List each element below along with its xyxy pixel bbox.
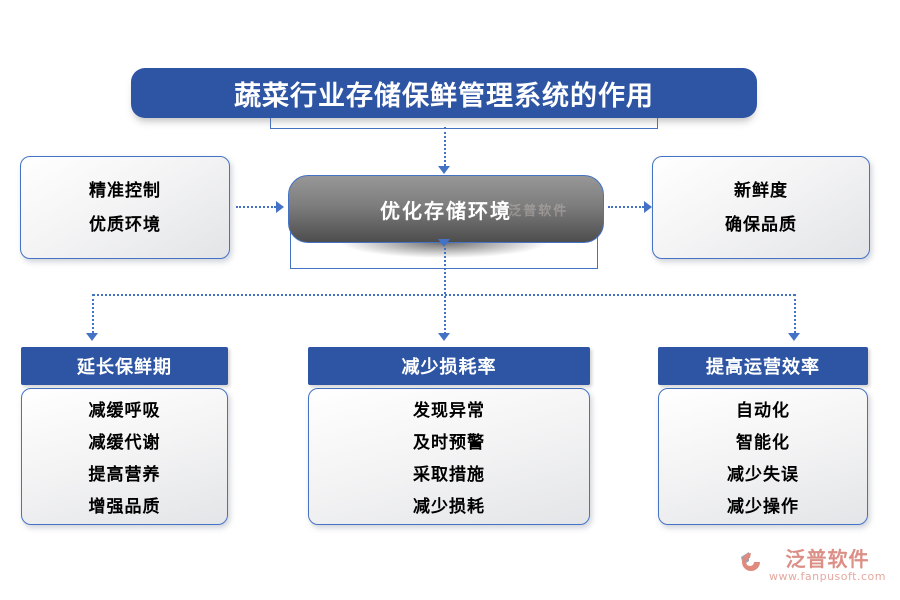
bottom-box1-body: 减缓呼吸 减缓代谢 提高营养 增强品质 [21, 388, 228, 525]
list-item: 减缓呼吸 [88, 401, 161, 422]
brand-watermark: 泛普软件 www.fanpusoft.com [739, 549, 886, 582]
list-item: 减少失误 [727, 464, 799, 485]
bottom-box2-header: 减少损耗率 [308, 347, 590, 385]
list-item: 智能化 [736, 433, 790, 454]
list-item: 增强品质 [88, 496, 161, 517]
connector-node-to-bottom [444, 248, 446, 334]
center-node-label: 优化存储环境 [380, 198, 512, 223]
right-benefit-box: 新鲜度 确保品质 [652, 156, 870, 259]
left-box-line1: 精准控制 [89, 180, 161, 201]
connector-node-to-rightbox [608, 206, 644, 208]
list-item: 及时预警 [413, 433, 485, 454]
watermark-text: 泛普软件 [508, 204, 569, 219]
connector-drop-right [794, 294, 796, 333]
left-box-line2: 优质环境 [89, 214, 161, 235]
diagram-title: 蔬菜行业存储保鲜管理系统的作用 [131, 68, 757, 118]
list-item: 发现异常 [413, 401, 485, 422]
connector-leftbox-to-node [236, 206, 276, 208]
list-item: 减少操作 [727, 496, 799, 517]
brand-logo-icon [739, 549, 765, 579]
arrowhead-node-to-rightbox [644, 201, 652, 213]
left-benefit-box: 精准控制 优质环境 [20, 156, 230, 259]
distribution-line [93, 294, 795, 296]
brand-url: www.fanpusoft.com [769, 570, 886, 583]
list-item: 提高营养 [88, 464, 161, 485]
brand-name: 泛普软件 [785, 547, 870, 571]
bottom-box2-body: 发现异常 及时预警 采取措施 减少损耗 [308, 388, 590, 525]
list-item: 减少损耗 [413, 496, 485, 517]
list-item: 减缓代谢 [88, 433, 161, 454]
arrowhead-node-bottom [438, 239, 450, 247]
center-node: 优化存储环境 ◤ 泛普软件 [288, 175, 604, 243]
bottom-box3-body: 自动化 智能化 减少失误 减少操作 [658, 388, 868, 525]
arrowhead-title-to-node [438, 166, 450, 174]
right-box-line2: 确保品质 [725, 214, 797, 235]
connector-drop-left [92, 294, 94, 333]
arrowhead-drop-left [86, 333, 98, 341]
connector-title-to-node [444, 127, 446, 166]
arrowhead-leftbox-to-node [276, 201, 284, 213]
bottom-box3-header: 提高运营效率 [658, 347, 868, 385]
right-box-line1: 新鲜度 [734, 180, 788, 201]
list-item: 自动化 [736, 401, 790, 422]
arrowhead-drop-right [788, 333, 800, 341]
bottom-box1-header: 延长保鲜期 [21, 347, 228, 385]
arrowhead-drop-middle [438, 333, 450, 341]
list-item: 采取措施 [413, 464, 485, 485]
